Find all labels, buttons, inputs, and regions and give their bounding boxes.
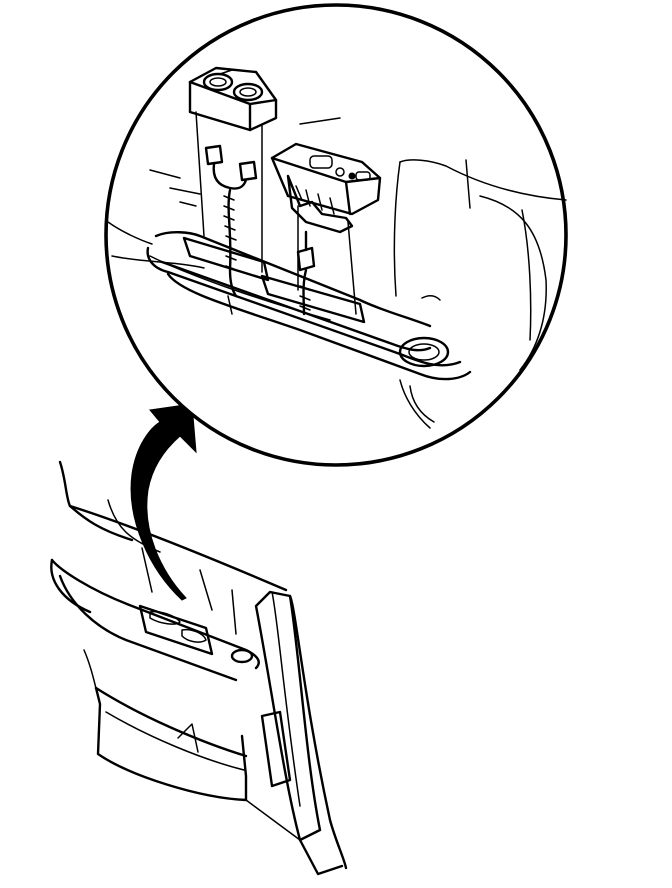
trim-left-line	[107, 221, 153, 245]
lower-switch-corner	[344, 180, 352, 216]
trim-vertical-line	[465, 159, 471, 209]
armrest-front-curve	[50, 558, 92, 614]
map-pocket-top	[94, 686, 248, 758]
bezel-opening-upper	[182, 236, 270, 282]
cup-holder	[398, 336, 450, 368]
panel-upper-inner-line	[68, 504, 134, 542]
upper-switch-button-2	[232, 82, 264, 102]
panel-base-line	[245, 799, 301, 841]
lower-switch-ribs	[295, 185, 335, 215]
lower-switch-housing	[270, 142, 382, 216]
lower-switch-body	[286, 174, 354, 234]
lower-switch	[270, 142, 382, 316]
armrest-ledge-inner	[160, 260, 432, 352]
upper-harness-tape	[223, 195, 237, 271]
upper-switch	[188, 66, 278, 298]
upper-connector-1	[204, 144, 224, 166]
upper-harness-wire	[227, 188, 238, 298]
upper-switch-button-1-center	[209, 77, 227, 87]
ledge-seam	[227, 295, 233, 315]
upper-connector-2	[238, 160, 258, 182]
switch-bezel-opening	[138, 604, 214, 656]
map-pocket-outline	[94, 686, 248, 802]
dash-2	[169, 187, 201, 195]
cup-holder-inner	[408, 343, 440, 361]
armrest-ledge-back	[154, 231, 432, 328]
upper-switch-button-2-center	[239, 87, 257, 97]
lower-guide-line-2	[347, 221, 357, 315]
curved-arrow-icon	[130, 403, 197, 601]
zoom-circle	[104, 3, 568, 467]
overview-trim-panel	[50, 460, 348, 876]
switch-slot-2	[181, 628, 207, 643]
switch-slot-1	[149, 610, 181, 625]
panel-upper-edge	[58, 460, 288, 592]
bezel-opening-lower	[260, 274, 366, 324]
panel-seam	[141, 547, 153, 593]
trim-left-line-2	[111, 255, 205, 269]
upper-switch-housing	[188, 66, 278, 132]
panel-seam-2	[199, 569, 213, 611]
trim-curve-right	[479, 195, 547, 371]
seatbelt-slot	[260, 710, 292, 788]
lower-switch-button-1	[309, 155, 333, 169]
armrest-top-edge	[50, 558, 260, 670]
cup-holder-small	[230, 648, 254, 664]
armrest-lower-line	[58, 574, 238, 682]
trim-recess-edge	[393, 161, 401, 297]
detail-callout	[104, 3, 568, 467]
trim-mark	[421, 295, 441, 301]
ledge-base-curve-2	[409, 385, 435, 423]
b-pillar-inner-line	[271, 591, 301, 807]
trim-upper-contour	[399, 159, 567, 201]
map-pocket-lip	[105, 711, 245, 771]
lower-switch-button-2	[335, 167, 345, 177]
armrest-ledge-lower	[166, 272, 472, 381]
lower-switch-indicator	[348, 172, 356, 180]
dash-5	[299, 117, 341, 125]
upper-harness-loop	[212, 162, 248, 190]
lower-harness-tape	[299, 275, 311, 311]
callout-arrow	[130, 403, 197, 601]
lower-harness-wire	[302, 268, 308, 316]
pillar-base	[298, 838, 344, 876]
b-pillar-outer-edge	[288, 594, 348, 870]
b-pillar-trim	[254, 590, 322, 842]
pocket-divider	[177, 723, 199, 753]
upper-switch-button-1	[202, 72, 234, 92]
dash-3	[179, 201, 197, 207]
ledge-base-curve	[399, 379, 431, 429]
dash-1	[149, 169, 181, 179]
upper-guide-line-1	[195, 111, 205, 237]
lower-switch-button-3	[355, 171, 371, 181]
lower-connector	[296, 246, 316, 272]
trim-curve-right-2	[521, 209, 532, 341]
panel-seam-3	[231, 589, 237, 635]
